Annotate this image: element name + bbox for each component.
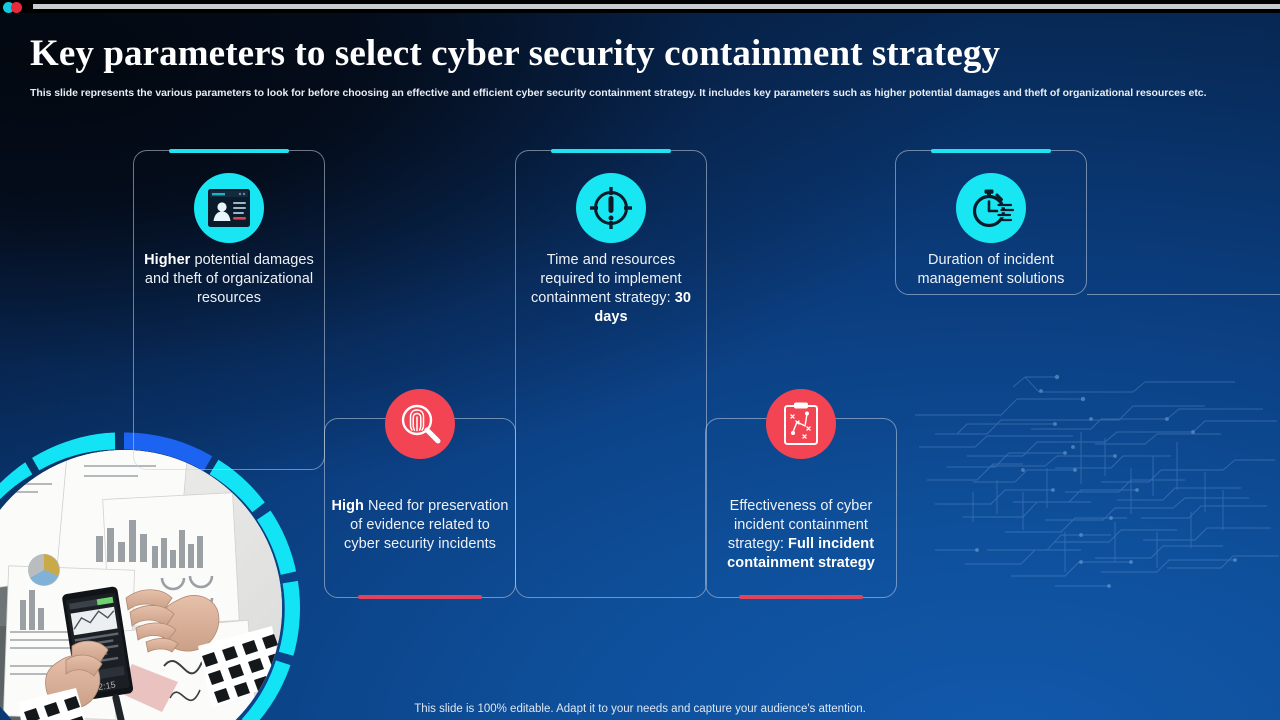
id-profile-window-icon bbox=[194, 173, 264, 243]
id-profile-window-glyph bbox=[208, 189, 250, 227]
card-2-lead: Time and resources required to implement… bbox=[530, 252, 682, 306]
page-title: Key parameters to select cyber security … bbox=[30, 33, 1001, 74]
parameter-card-evidence-preservation[interactable]: High Need for preservation of evidence r… bbox=[324, 389, 516, 599]
decor-photo-circle: 12:15 bbox=[0, 432, 300, 720]
card-2-bold: 30 days bbox=[594, 290, 691, 325]
red-dot-icon[interactable] bbox=[11, 2, 22, 13]
page-subtitle: This slide represents the various parame… bbox=[30, 87, 1207, 99]
parameter-card-effectiveness[interactable]: Effectiveness of cyber incident containm… bbox=[705, 389, 897, 599]
card-3-lead: Duration of incident management solution… bbox=[917, 252, 1065, 287]
title-bar-strip bbox=[33, 4, 1280, 9]
card-5-text: Effectiveness of cyber incident containm… bbox=[706, 497, 896, 573]
card-5-bold: Full incident containment strategy bbox=[727, 536, 875, 571]
card-bottom-accent bbox=[358, 595, 482, 599]
footer-note: This slide is 100% editable. Adapt it to… bbox=[414, 703, 866, 715]
fingerprint-magnifier-icon bbox=[385, 389, 455, 459]
clipboard-strategy-icon bbox=[766, 389, 836, 459]
stopwatch-speed-glyph bbox=[972, 189, 1015, 228]
business-analytics-photo: 12:15 bbox=[0, 450, 282, 720]
card-top-accent bbox=[931, 149, 1051, 153]
card-1-bold: Higher bbox=[144, 252, 191, 268]
cyan-dot-icon[interactable] bbox=[3, 2, 14, 13]
card-top-accent bbox=[169, 149, 289, 153]
card-1-text: Higher potential damages and theft of or… bbox=[134, 251, 324, 308]
card-3-extension-line bbox=[1087, 294, 1280, 295]
parameter-card-duration-incident[interactable]: Duration of incident management solution… bbox=[895, 149, 1087, 295]
card-4-text: High Need for preservation of evidence r… bbox=[325, 497, 515, 554]
parameter-card-higher-damages[interactable]: Higher potential damages and theft of or… bbox=[133, 149, 325, 470]
card-3-text: Duration of incident management solution… bbox=[896, 251, 1086, 289]
clipboard-strategy-glyph bbox=[784, 402, 818, 445]
card-5-lead: Effectiveness of cyber incident containm… bbox=[727, 498, 873, 552]
circuit-board-pattern-icon bbox=[915, 374, 1279, 588]
card-bottom-accent bbox=[739, 595, 863, 599]
card-2-text: Time and resources required to implement… bbox=[516, 251, 706, 327]
card-4-bold: High bbox=[331, 498, 364, 514]
alert-exclamation-target-glyph bbox=[590, 187, 632, 229]
card-1-rest: potential damages and theft of organizat… bbox=[144, 252, 314, 306]
fingerprint-magnifier-glyph bbox=[401, 404, 441, 444]
stopwatch-speed-icon bbox=[956, 173, 1026, 243]
alert-exclamation-target-icon bbox=[576, 173, 646, 243]
window-title-bar bbox=[0, 0, 1280, 13]
parameter-card-time-resources[interactable]: Time and resources required to implement… bbox=[515, 149, 707, 598]
card-top-accent bbox=[551, 149, 671, 153]
card-4-rest: Need for preservation of evidence relate… bbox=[344, 498, 509, 552]
